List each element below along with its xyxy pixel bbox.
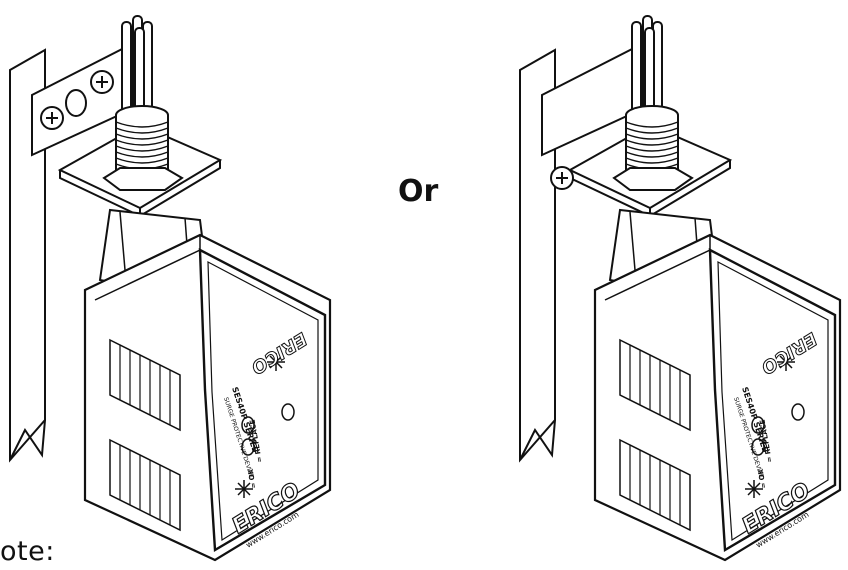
screw-icon xyxy=(550,166,574,190)
screw-icon xyxy=(40,106,64,130)
device-right: ERICO www.erico.com ERICO SES40P SERIES … xyxy=(518,14,842,562)
hole-icon xyxy=(65,89,87,117)
or-separator: Or xyxy=(398,174,439,209)
note-label: ote: xyxy=(0,536,55,567)
status-ok-label: = OK xyxy=(757,468,768,489)
device-left: ERICO www.erico.com ERICO SES40P SERIES … xyxy=(8,14,332,562)
status-ok-label: = OK xyxy=(247,468,258,489)
screw-icon xyxy=(90,70,114,94)
